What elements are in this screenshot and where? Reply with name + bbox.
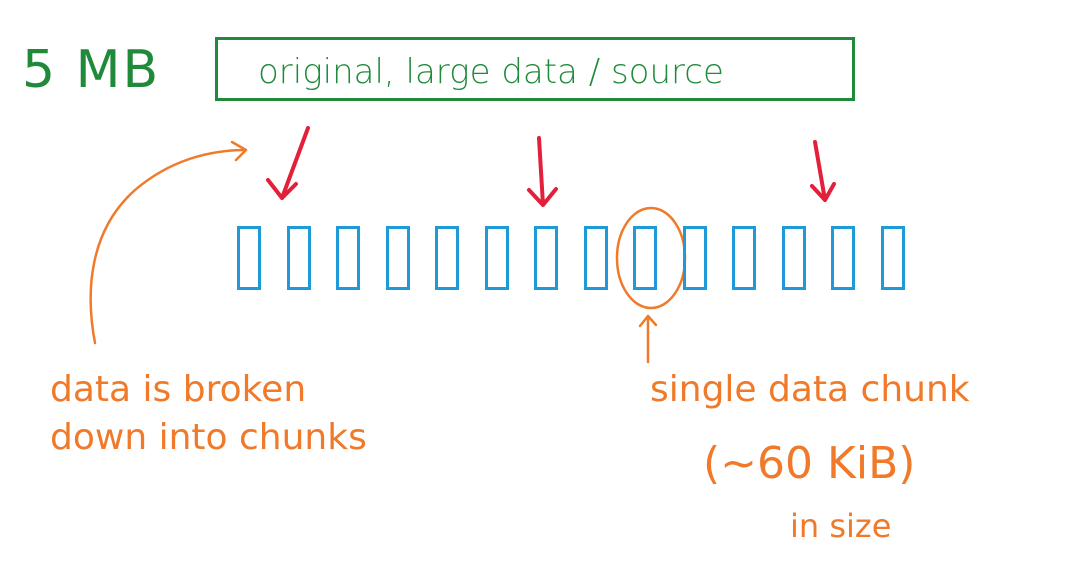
data-chunk (732, 226, 756, 290)
chunk-size-suffix: in size (790, 507, 892, 545)
data-chunk (336, 226, 360, 290)
data-chunk (781, 226, 806, 290)
data-chunk (583, 226, 608, 290)
data-chunk (880, 226, 905, 290)
source-data-label: original, large data / source (258, 52, 724, 92)
data-chunk (286, 226, 311, 290)
data-chunk (831, 226, 855, 290)
source-data-box: original, large data / source (215, 37, 855, 101)
highlighted-chunk (633, 226, 657, 290)
chunk-row (237, 226, 907, 296)
data-chunk (682, 226, 707, 290)
data-chunk (534, 226, 558, 290)
data-chunk (484, 226, 509, 290)
broken-down-annotation: data is broken down into chunks (50, 372, 367, 468)
arrow-right (810, 140, 836, 202)
arrow-left (266, 126, 310, 200)
broken-down-line1: data is broken (50, 369, 307, 410)
data-size-label: 5 MB (22, 40, 161, 100)
data-chunk (385, 226, 410, 290)
chunk-size-label: (~60 KiB) (703, 438, 916, 489)
broken-down-pointer (89, 140, 248, 345)
single-chunk-label: single data chunk (650, 369, 970, 410)
data-chunk (237, 226, 261, 290)
data-chunk (435, 226, 459, 290)
single-chunk-pointer (638, 314, 658, 364)
arrow-middle (527, 136, 558, 207)
broken-down-line2: down into chunks (50, 417, 367, 458)
